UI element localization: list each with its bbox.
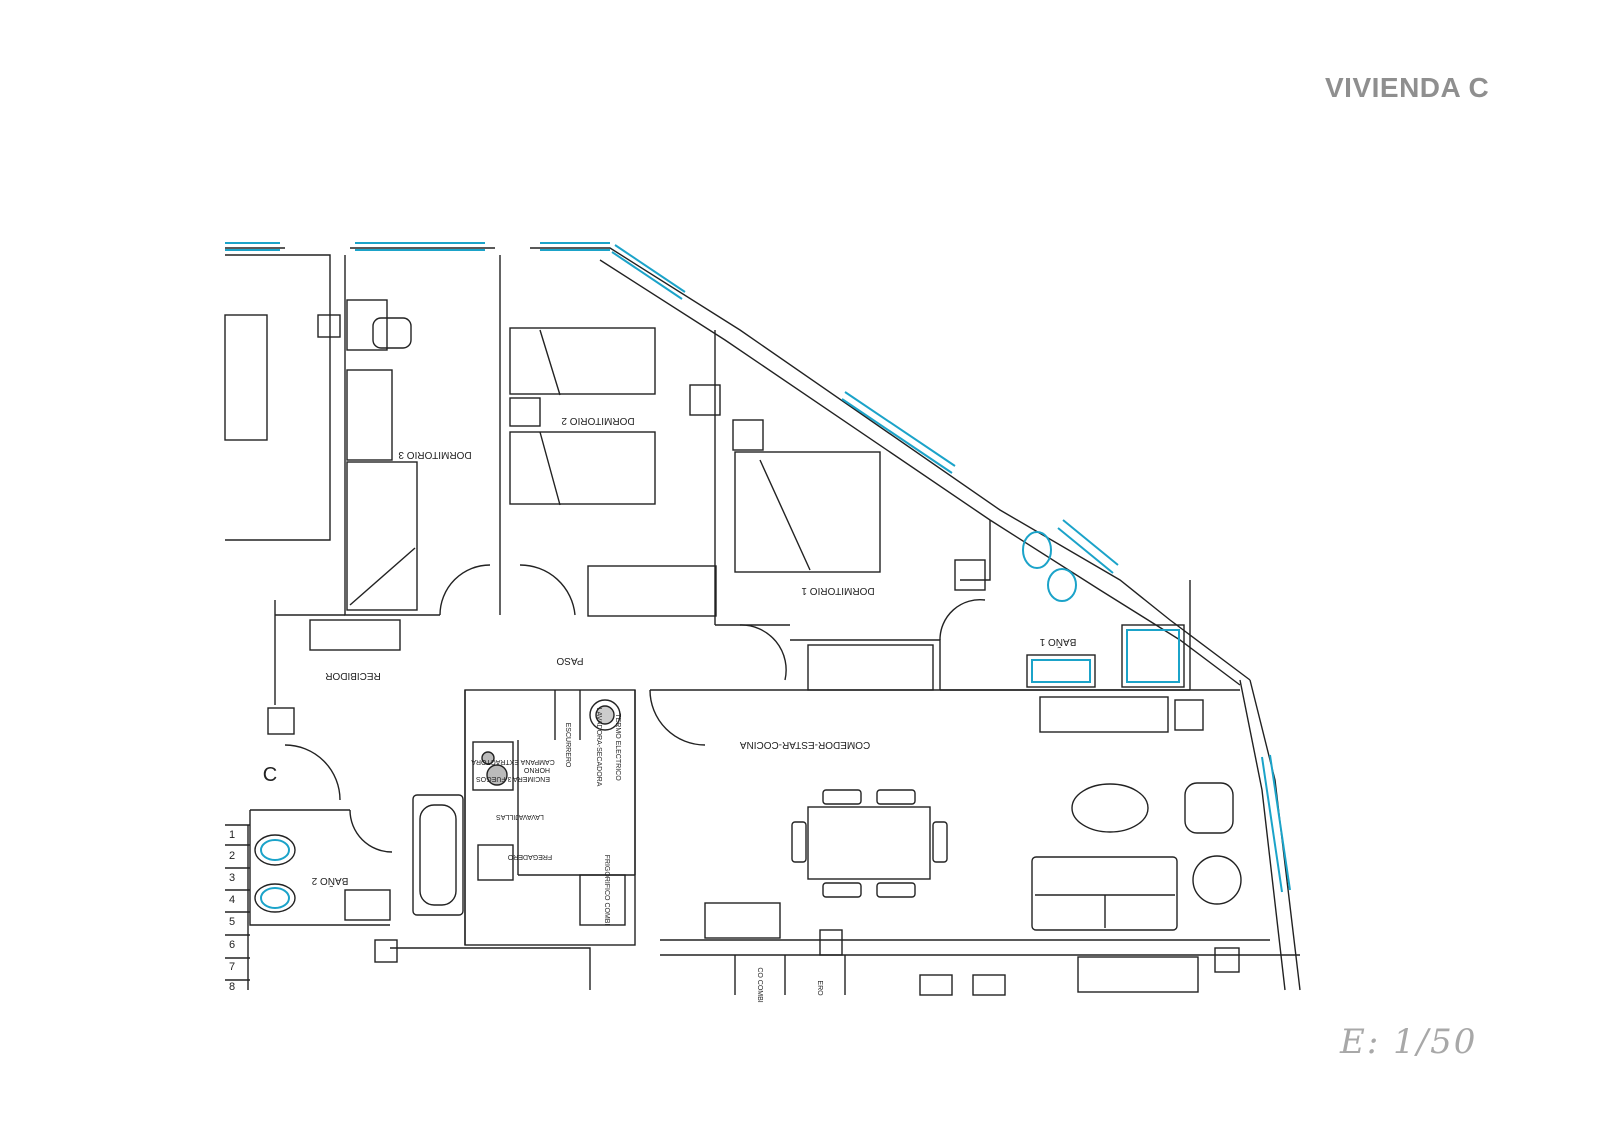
- sink-bano1: [1026, 654, 1096, 688]
- label-dormitorio1: DORMITORIO 1: [801, 585, 875, 596]
- nightstand-d2: [509, 397, 541, 427]
- wall-dormitorio3: [344, 255, 501, 616]
- window-living: [1261, 754, 1291, 893]
- kitchen-washer: [589, 699, 621, 731]
- stair-number: 1: [229, 829, 235, 841]
- shower-tray-b1: [1126, 629, 1180, 683]
- label-bano2: BAÑO 2: [311, 875, 348, 888]
- toilet-bano2-a: [254, 834, 296, 866]
- small-square-liv: [1174, 699, 1204, 731]
- window-d2-b: [540, 242, 610, 251]
- label-termo: TERMO ELECTRICO: [614, 713, 621, 781]
- label-comedor: COMEDOR-ESTAR-COCINA: [739, 739, 870, 750]
- bed-dormitorio2-a: [509, 327, 656, 395]
- window-box-d2: [689, 384, 721, 416]
- stair-number: 5: [229, 916, 235, 928]
- label-neighbour-combi: CO COMBI: [756, 967, 763, 1002]
- door-bano2: [349, 809, 393, 853]
- label-encimera: ENCIMERA 3 FUEGOS: [476, 775, 550, 782]
- outer-wall-top: [225, 247, 1251, 681]
- shower-bano1: [1121, 624, 1185, 688]
- wardrobe-dormitorio1: [807, 644, 934, 691]
- door-kitchen: [649, 689, 706, 746]
- small-square-d3: [317, 314, 341, 338]
- toilet-bano2-c: [260, 839, 290, 861]
- bed-dormitorio1: [734, 451, 881, 573]
- wardrobe-dormitorio3: [346, 369, 393, 461]
- small-square-rec: [267, 707, 295, 735]
- nightstand-d1: [732, 419, 764, 451]
- furniture-block-left: [224, 314, 268, 441]
- label-recibidor: RECIBIDOR: [325, 670, 381, 681]
- wall-dormitorio1-bottom: [715, 624, 941, 690]
- bathtub-bano2: [412, 794, 464, 916]
- kitchen-sink: [477, 844, 514, 881]
- chair-dormitorio3: [372, 317, 412, 349]
- door-b1: [939, 598, 986, 641]
- label-bano1: BAÑO 1: [1039, 636, 1076, 649]
- sofa: [1031, 856, 1178, 931]
- wall-lower-left: [249, 809, 390, 926]
- wall-recibidor: [274, 600, 345, 705]
- stair-number: 4: [229, 894, 235, 906]
- door-d1: [739, 624, 787, 681]
- stair-number: 8: [229, 981, 235, 993]
- label-lavadora: LAVADORA-SECADORA: [595, 708, 602, 787]
- outer-wall-right-inner: [1239, 679, 1286, 991]
- sink-bano2: [344, 889, 391, 921]
- outer-wall-right: [1249, 679, 1301, 991]
- tv-unit: [1039, 696, 1169, 733]
- label-dormitorio2: DORMITORIO 2: [561, 415, 635, 426]
- plan-title: VIVIENDA C: [1325, 72, 1490, 103]
- desk-dormitorio3: [346, 299, 388, 351]
- kitchen-hob: [472, 741, 514, 791]
- label-unit-letter: C: [263, 764, 277, 786]
- label-paso: PASO: [556, 655, 583, 666]
- console-recibidor: [309, 619, 401, 651]
- wall-living: [650, 689, 1270, 941]
- label-dormitorio3: DORMITORIO 3: [398, 449, 472, 460]
- wall-left-block: [225, 254, 331, 541]
- dining-table: [807, 806, 931, 880]
- sideboard-living: [704, 902, 781, 939]
- bed-dormitorio3: [346, 461, 418, 611]
- window-diag-1: [611, 244, 686, 300]
- door-d2: [519, 564, 576, 616]
- toilet-bano2-d: [260, 887, 290, 909]
- wardrobe-dormitorio2: [587, 565, 717, 617]
- side-table: [1192, 855, 1242, 905]
- toilet-bano1-b: [1047, 568, 1077, 602]
- label-fregadero: FREGADERO: [507, 853, 552, 860]
- window-diag-2: [841, 391, 956, 474]
- diagonal-wall-inner: [599, 259, 1241, 686]
- scale-annotation: E: 1/50: [1340, 1022, 1478, 1062]
- coffee-table: [1071, 783, 1149, 833]
- stair-number: 6: [229, 939, 235, 951]
- label-campana: CAMPANA EXTRACTORA: [471, 758, 555, 765]
- label-frigorifico: FRIGORIFICO COMBI: [603, 855, 610, 926]
- wall-bano1: [940, 520, 1191, 691]
- window-bano1: [1057, 519, 1119, 574]
- label-escurrero: ESCURRERO: [564, 723, 571, 768]
- window-d3: [225, 242, 280, 251]
- bed-dormitorio2-b: [509, 431, 656, 505]
- door-entry: [284, 744, 341, 801]
- armchair: [1184, 782, 1234, 834]
- window-d2-a: [355, 242, 485, 251]
- toilet-bano2-b: [254, 883, 296, 913]
- label-lavavajillas: LAVAVAJILLAS: [496, 813, 544, 820]
- toilet-bano1-a: [1022, 531, 1052, 569]
- stair-number: 7: [229, 961, 235, 973]
- label-neighbour-ero: ERO: [816, 980, 823, 996]
- stair-number: 3: [229, 872, 235, 884]
- kitchen-fridge: [579, 874, 626, 926]
- stairs: [225, 824, 250, 990]
- label-horno: HORNO: [523, 766, 550, 773]
- wall-neighbour: [390, 947, 1300, 995]
- stair-number: 2: [229, 850, 235, 862]
- door-d3: [439, 564, 491, 616]
- small-square-b1: [954, 559, 986, 591]
- sink-basin-b1: [1031, 659, 1091, 683]
